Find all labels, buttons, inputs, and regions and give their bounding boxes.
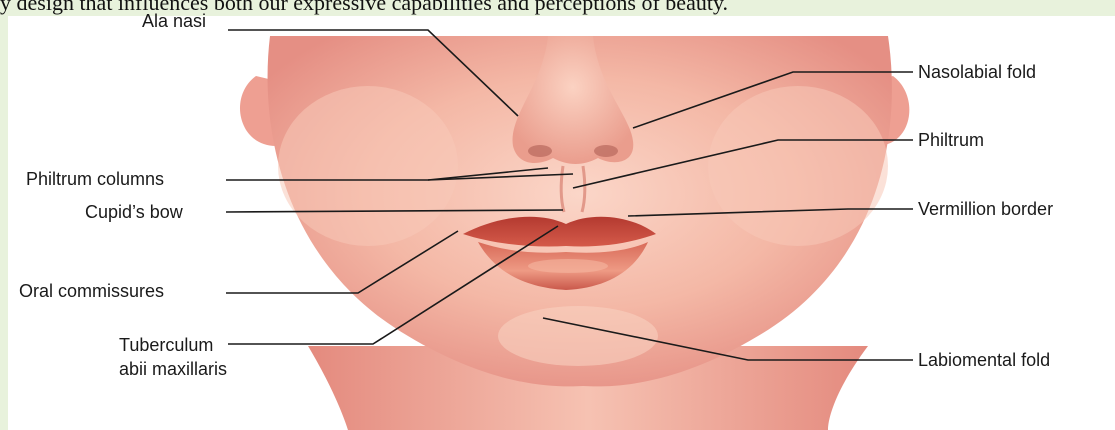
label-ala-nasi: Ala nasi (142, 10, 206, 32)
label-nasolabial-fold: Nasolabial fold (918, 61, 1036, 83)
label-vermillion-border: Vermillion border (918, 198, 1053, 220)
label-oral-commissures: Oral commissures (19, 280, 164, 302)
label-philtrum-columns: Philtrum columns (26, 168, 164, 190)
label-tuberculum-line2: abii maxillaris (119, 358, 227, 380)
label-labiomental-fold: Labiomental fold (918, 349, 1050, 371)
label-tuberculum-line1: Tuberculum (119, 334, 213, 356)
label-philtrum: Philtrum (918, 129, 984, 151)
label-cupids-bow: Cupid’s bow (85, 201, 183, 223)
lip-anatomy-figure: Ala nasi Philtrum columns Cupid’s bow Or… (8, 16, 1115, 430)
